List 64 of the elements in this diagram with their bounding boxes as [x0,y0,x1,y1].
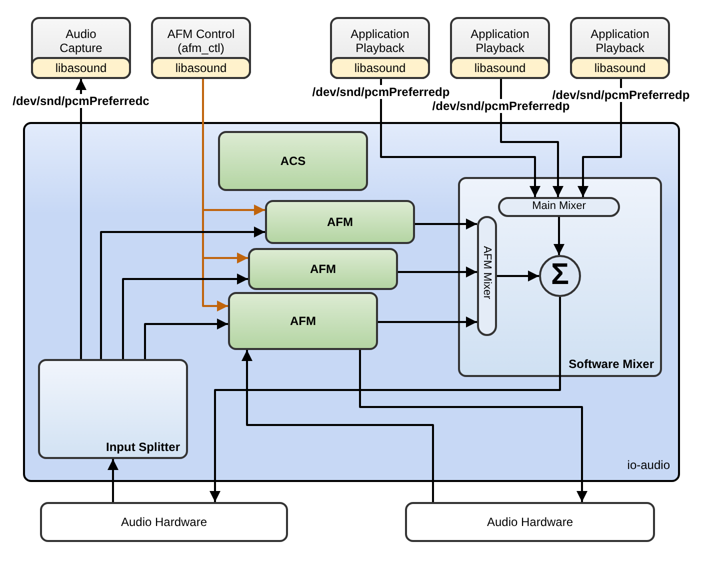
library-band [151,57,251,79]
node-label: ACS [279,154,307,168]
sigma-symbol: Σ [550,258,570,292]
arrow [497,270,539,282]
arrow [108,459,118,502]
arrow [359,350,588,502]
node-label: AFM Mixer [481,246,493,300]
node-label: io-audio [627,458,670,472]
mixer-box [477,216,497,336]
node-label: Audio Hardware [486,515,574,529]
library-band [330,57,430,79]
arrow [76,79,86,359]
module-box [265,200,415,244]
node-label: Software Mixer [568,357,654,371]
edge-label: /dev/snd/pcmPreferredc [12,94,150,108]
module-box [228,292,378,350]
edge-label: /dev/snd/pcmPreferredp [311,85,451,99]
arrow [242,350,434,502]
module-box [248,248,398,290]
node-label: Main Mixer [531,200,587,212]
node-label: Application Playback [470,27,530,55]
edge-label: /dev/snd/pcmPreferredp [431,99,571,113]
arrow [500,79,564,197]
client-box [31,17,131,79]
node-label: libasound [473,61,527,75]
mixer-box [498,197,620,217]
arrow [380,79,540,197]
sum-circle [539,255,581,297]
arrow [100,226,265,359]
node-label: AFM [326,215,354,229]
node-label: AFM Control (afm_ctl) [166,27,236,55]
client-box [450,17,550,79]
arrow [210,297,561,502]
node-label: libasound [54,61,108,75]
node-label: libasound [174,61,228,75]
node-label: libasound [593,61,647,75]
hardware-box [405,502,655,542]
client-box [570,17,670,79]
node-label: Input Splitter [106,440,180,454]
arrow [378,316,477,328]
node-label: AFM [289,314,317,328]
library-band [450,57,550,79]
edge-label: /dev/snd/pcmPreferredp [551,88,691,102]
splitter-box [38,359,188,459]
node-label: Application Playback [350,27,410,55]
library-band [570,57,670,79]
module-box [218,131,368,191]
arrow [122,274,248,359]
client-box [330,17,430,79]
hardware-box [40,502,288,542]
mixer-panel [458,177,662,377]
node-label: AFM [309,262,337,276]
library-band [31,57,131,79]
node-label: libasound [353,61,407,75]
node-label: Audio Capture [58,27,104,55]
arrow [554,217,564,255]
node-label: Audio Hardware [120,515,208,529]
client-box [151,17,251,79]
arrow [398,266,477,278]
arrow [144,318,228,359]
arrow [415,218,477,230]
container-box [23,122,680,482]
arrow [578,79,622,197]
node-label: Application Playback [590,27,650,55]
